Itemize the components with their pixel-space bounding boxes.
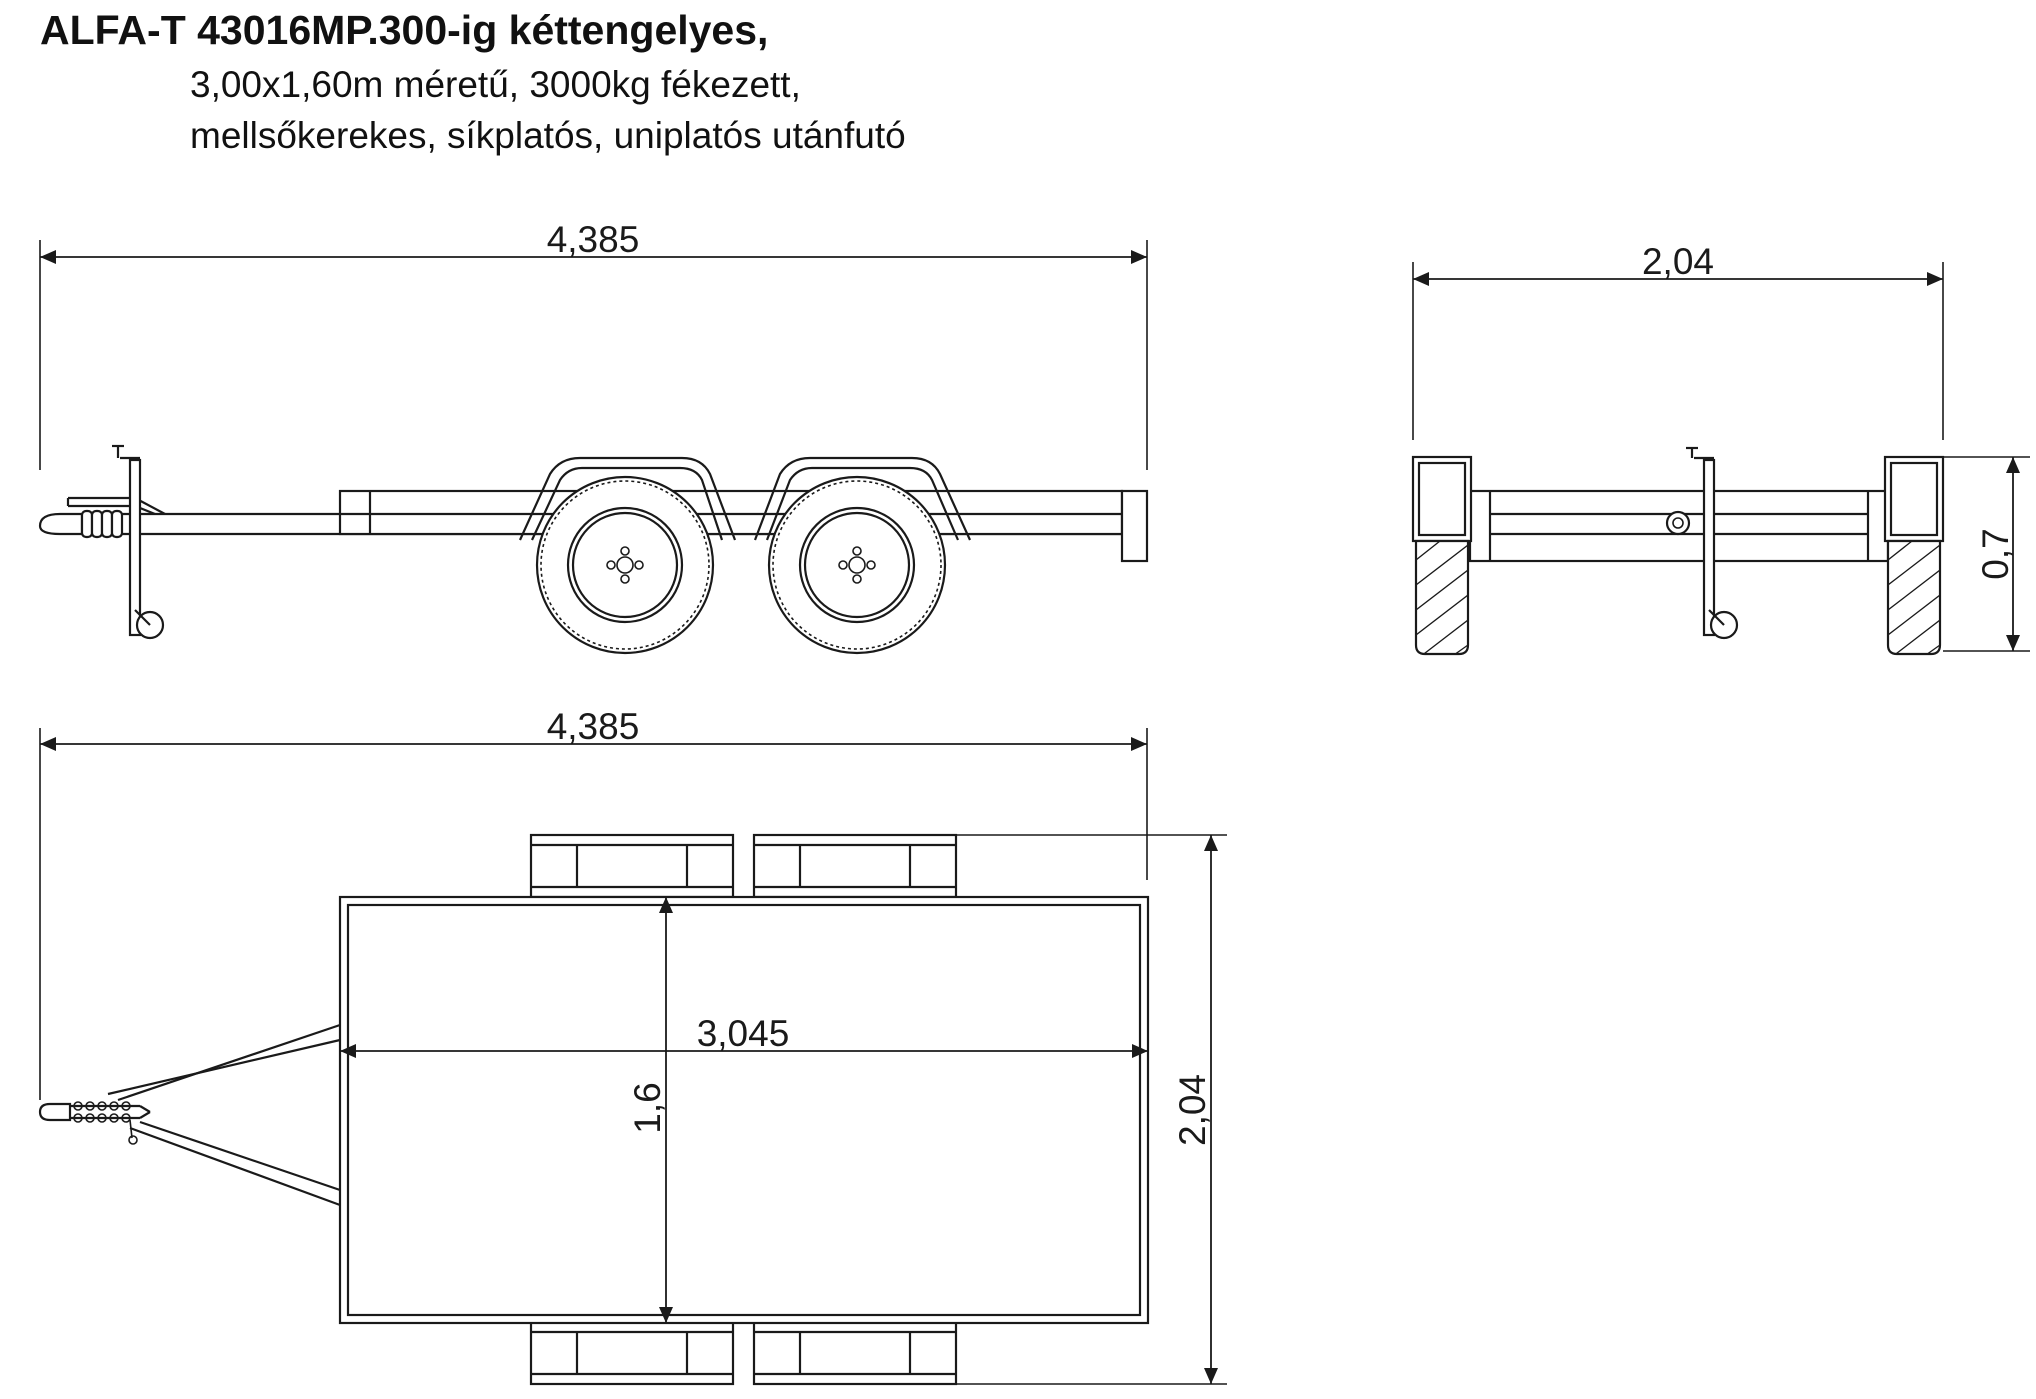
platform-width-dimension: 1,6: [627, 897, 673, 1323]
front-frame: [1468, 489, 1890, 563]
front-jockey-wheel: [1686, 446, 1739, 640]
front-height-label: 0,7: [1975, 528, 2016, 579]
title-line-3: mellsőkerekes, síkplatós, uniplatós után…: [190, 115, 906, 156]
side-wheel-rear: [767, 475, 947, 655]
title-line-2: 3,00x1,60m méretű, 3000kg fékezett,: [190, 64, 801, 105]
side-fenders: [518, 456, 972, 541]
title-block: ALFA-T 43016MP.300-ig kéttengelyes, 3,00…: [40, 7, 906, 156]
top-length-label: 4,385: [547, 706, 640, 747]
front-height-dimension: 0,7: [1943, 456, 2030, 652]
platform-length-label: 3,045: [697, 1013, 790, 1054]
front-width-dimension: 2,04: [1412, 241, 1944, 440]
platform-length-dimension: 3,045: [340, 1013, 1148, 1058]
top-length-dimension: 4,385: [39, 706, 1148, 1100]
side-jockey-wheel: [112, 444, 165, 640]
front-view: 2,04 0,7: [1411, 241, 2030, 656]
top-wheels-upper: [529, 833, 958, 899]
side-view: 4,385: [38, 219, 1149, 655]
top-width-label: 2,04: [1172, 1074, 1213, 1146]
side-wheel-front: [535, 475, 715, 655]
top-platform: [338, 895, 1150, 1325]
platform-width-label: 1,6: [627, 1082, 668, 1133]
top-view: 4,385: [38, 706, 1227, 1386]
side-coupling: [38, 496, 166, 539]
side-length-dimension: 4,385: [39, 219, 1148, 470]
front-tire-left: [1411, 455, 1473, 656]
top-width-dimension: 2,04: [956, 834, 1227, 1385]
front-tire-right: [1883, 455, 1945, 656]
title-line-1: ALFA-T 43016MP.300-ig kéttengelyes,: [40, 7, 768, 53]
side-length-label: 4,385: [547, 219, 640, 260]
top-coupling: [38, 1101, 151, 1145]
top-wheels-lower: [529, 1320, 958, 1386]
top-drawbar: [107, 1023, 341, 1207]
front-width-label: 2,04: [1642, 241, 1714, 282]
